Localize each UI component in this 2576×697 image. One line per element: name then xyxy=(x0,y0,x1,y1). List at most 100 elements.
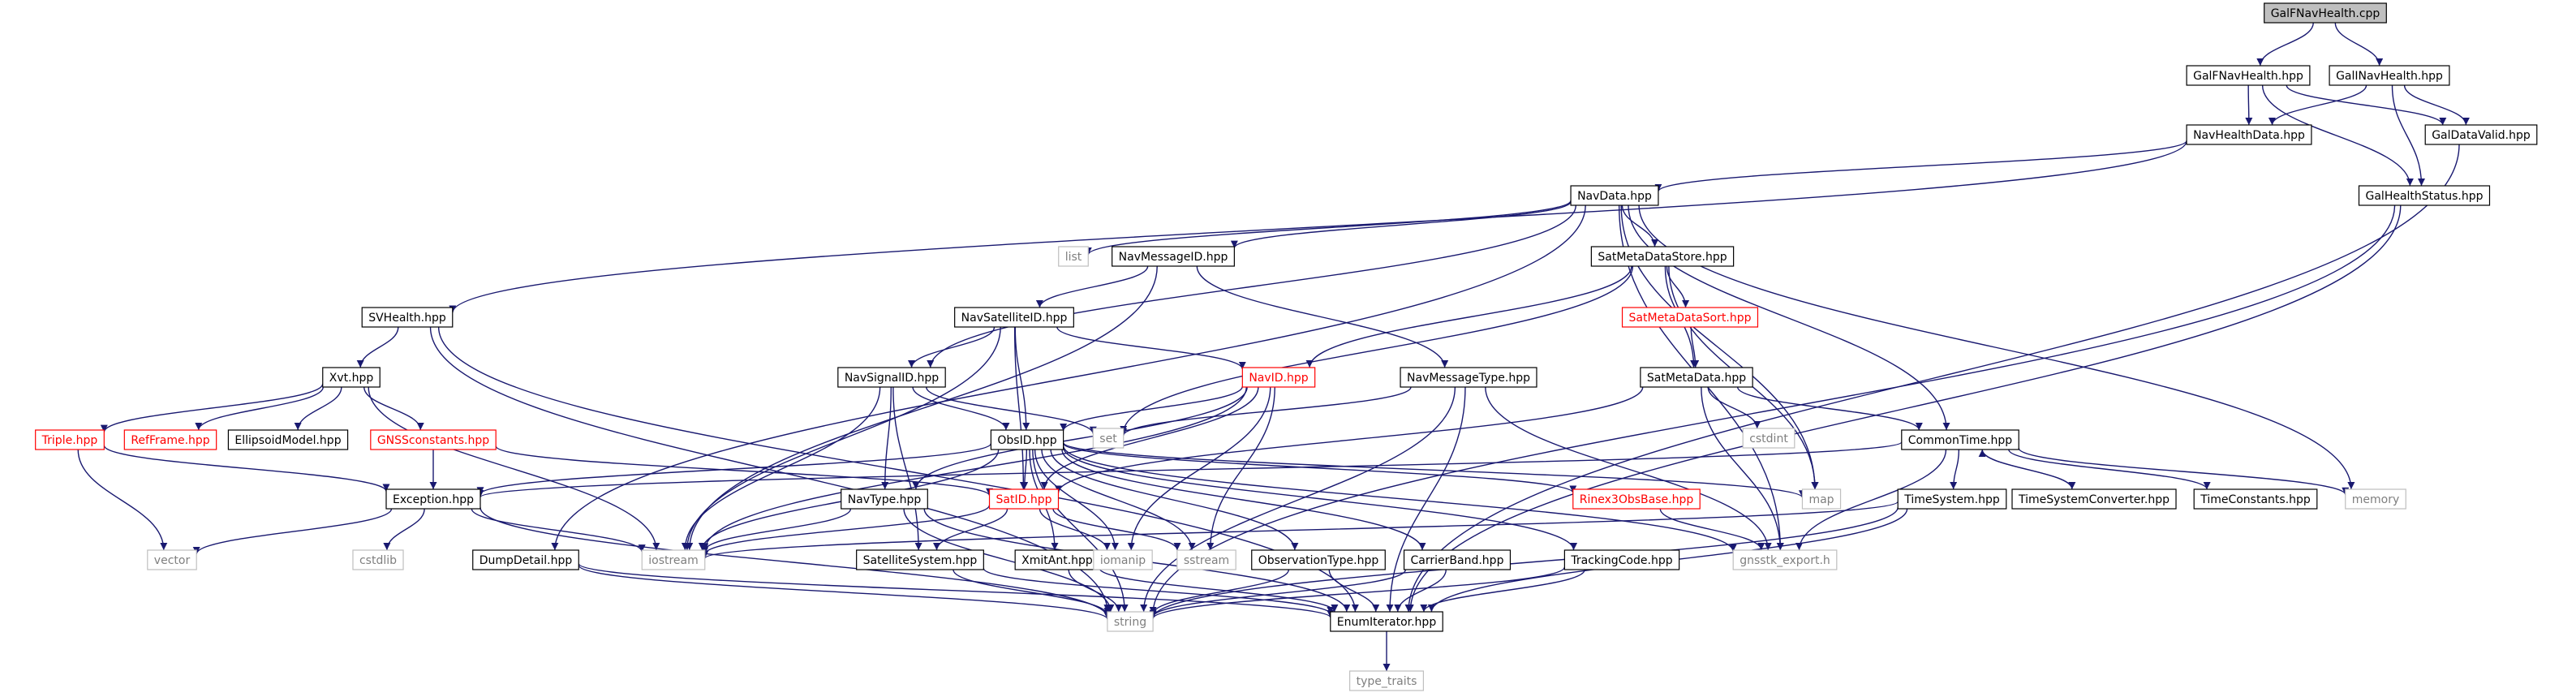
node-timesystemconverter_hpp[interactable]: TimeSystemConverter.hpp xyxy=(2011,488,2177,510)
edge-navdata_hpp-to-navsignalid_hpp xyxy=(927,204,1576,368)
edge-observationtype_hpp-to-string xyxy=(1149,569,1290,615)
node-satmetadatastore_hpp[interactable]: SatMetaDataStore.hpp xyxy=(1590,246,1735,267)
node-iomanip: iomanip xyxy=(1093,549,1153,570)
node-timeconstants_hpp[interactable]: TimeConstants.hpp xyxy=(2193,488,2318,510)
node-enumiterator_hpp[interactable]: EnumIterator.hpp xyxy=(1330,611,1443,632)
node-box xyxy=(227,429,349,450)
edge-navmessagetype_hpp-to-gnsstk_export_h xyxy=(1485,386,1772,551)
dependency-edges xyxy=(77,22,2470,671)
node-satid_hpp[interactable]: SatID.hpp xyxy=(988,488,1060,510)
node-galfnavhealth_cpp[interactable]: GalFNavHealth.cpp xyxy=(2264,2,2387,24)
edge-exception_hpp-to-cstdlib xyxy=(383,508,425,551)
node-obsid_hpp[interactable]: ObsID.hpp xyxy=(990,429,1064,450)
node-label: SatelliteSystem.hpp xyxy=(863,554,978,567)
node-box xyxy=(35,429,105,450)
node-box xyxy=(123,429,217,450)
edge-galhealthstatus_hpp-to-string xyxy=(1149,204,2396,614)
node-navmessageid_hpp[interactable]: NavMessageID.hpp xyxy=(1112,246,1235,267)
node-commontime_hpp[interactable]: CommonTime.hpp xyxy=(1901,429,2019,450)
node-xvt_hpp[interactable]: Xvt.hpp xyxy=(322,367,381,388)
node-box xyxy=(322,367,381,388)
node-box xyxy=(1563,549,1680,570)
edge-timesystem_hpp-to-string xyxy=(1149,506,1899,618)
edge-rinex3obsbase_hpp-to-gnsstk_export_h xyxy=(1659,508,1765,551)
node-box xyxy=(2264,2,2387,24)
edge-navid_hpp-to-iomanip xyxy=(1127,386,1271,551)
edge-navmessagetype_hpp-to-set xyxy=(1120,386,1412,437)
edge-triple_hpp-to-exception_hpp xyxy=(103,445,390,492)
node-svhealth_hpp[interactable]: SVHealth.hpp xyxy=(361,307,454,328)
node-gnssconstants_hpp[interactable]: GNSSconstants.hpp xyxy=(370,429,497,450)
node-box xyxy=(1349,670,1424,691)
node-memory: memory xyxy=(2345,488,2406,510)
node-box xyxy=(1241,367,1316,388)
node-navdata_hpp[interactable]: NavData.hpp xyxy=(1570,185,1659,206)
node-satellitesystem_hpp[interactable]: SatelliteSystem.hpp xyxy=(856,549,984,570)
node-label: GalHealthStatus.hpp xyxy=(2366,190,2484,203)
node-box xyxy=(1176,549,1236,570)
node-label: SatMetaDataStore.hpp xyxy=(1598,251,1727,264)
node-label: NavID.hpp xyxy=(1249,372,1308,385)
node-label: GalDataValid.hpp xyxy=(2432,129,2531,142)
node-label: GalFNavHealth.hpp xyxy=(2193,70,2303,83)
edge-navsatelliteid_hpp-to-navid_hpp xyxy=(1056,326,1246,370)
node-timesystem_hpp[interactable]: TimeSystem.hpp xyxy=(1897,488,2007,510)
node-box xyxy=(990,429,1064,450)
node-observationtype_hpp[interactable]: ObservationType.hpp xyxy=(1251,549,1386,570)
edge-galinavhealth_hpp-to-navhealthdata_hpp xyxy=(2268,84,2367,126)
edge-satid_hpp-to-satellitesystem_hpp xyxy=(933,508,1008,551)
edge-navsignalid_hpp-to-iostream xyxy=(681,386,881,551)
node-label: NavSatelliteID.hpp xyxy=(961,312,1068,325)
node-box xyxy=(1570,185,1659,206)
node-dumpdetail_hpp[interactable]: DumpDetail.hpp xyxy=(472,549,579,570)
node-galfnavhealth_hpp[interactable]: GalFNavHealth.hpp xyxy=(2186,65,2311,86)
node-xmitant_hpp[interactable]: XmitAnt.hpp xyxy=(1014,549,1100,570)
edge-navsatelliteid_hpp-to-navsignalid_hpp xyxy=(908,326,996,368)
edge-galfnavhealth_cpp-to-galfnavhealth_hpp xyxy=(2256,22,2314,67)
node-label: list xyxy=(1065,251,1082,264)
node-label: Xvt.hpp xyxy=(329,372,374,385)
node-label: map xyxy=(1808,493,1834,506)
edge-navhealthdata_hpp-to-navdata_hpp xyxy=(1654,140,2187,192)
node-box xyxy=(1901,429,2019,450)
node-exception_hpp[interactable]: Exception.hpp xyxy=(385,488,481,510)
node-triple_hpp[interactable]: Triple.hpp xyxy=(35,429,105,450)
node-navid_hpp[interactable]: NavID.hpp xyxy=(1241,367,1316,388)
node-refframe_hpp[interactable]: RefFrame.hpp xyxy=(123,429,217,450)
node-label: ObsID.hpp xyxy=(997,434,1056,447)
edge-xmitant_hpp-to-enumiterator_hpp xyxy=(1099,567,1339,613)
edge-xmitant_hpp-to-string xyxy=(1068,569,1123,613)
node-satmetadatasort_hpp[interactable]: SatMetaDataSort.hpp xyxy=(1621,307,1759,328)
node-box xyxy=(856,549,984,570)
node-galinavhealth_hpp[interactable]: GalINavHealth.hpp xyxy=(2329,65,2450,86)
node-satmetadata_hpp[interactable]: SatMetaData.hpp xyxy=(1640,367,1753,388)
node-navtype_hpp[interactable]: NavType.hpp xyxy=(841,488,928,510)
node-string: string xyxy=(1107,611,1154,632)
node-trackingcode_hpp[interactable]: TrackingCode.hpp xyxy=(1563,549,1680,570)
node-navhealthdata_hpp[interactable]: NavHealthData.hpp xyxy=(2186,124,2312,145)
edge-obsid_hpp-to-rinex3obsbase_hpp xyxy=(1062,442,1577,494)
node-ellipsoidmodel_hpp[interactable]: EllipsoidModel.hpp xyxy=(227,429,349,450)
edge-xvt_hpp-to-triple_hpp xyxy=(100,383,324,432)
node-box xyxy=(1897,488,2007,510)
node-box xyxy=(472,549,579,570)
edge-timesystemconverter_hpp-to-commontime_hpp xyxy=(1978,449,2073,490)
node-label: cstdint xyxy=(1749,432,1788,445)
node-box xyxy=(1801,488,1842,510)
edge-xvt_hpp-to-ellipsoidmodel_hpp xyxy=(294,386,342,431)
node-label: Rinex3ObsBase.hpp xyxy=(1580,493,1694,506)
edge-commontime_hpp-to-gnsstk_export_h xyxy=(1795,449,1947,551)
edge-xvt_hpp-to-refframe_hpp xyxy=(195,386,324,431)
node-rinex3obsbase_hpp[interactable]: Rinex3ObsBase.hpp xyxy=(1572,488,1701,510)
node-navmessagetype_hpp[interactable]: NavMessageType.hpp xyxy=(1400,367,1537,388)
node-galhealthstatus_hpp[interactable]: GalHealthStatus.hpp xyxy=(2358,185,2491,206)
node-box xyxy=(1621,307,1759,328)
node-navsatelliteid_hpp[interactable]: NavSatelliteID.hpp xyxy=(954,307,1074,328)
node-navsignalid_hpp[interactable]: NavSignalID.hpp xyxy=(837,367,946,388)
node-list: list xyxy=(1058,246,1089,267)
node-box xyxy=(1572,488,1701,510)
edge-satmetadata_hpp-to-commontime_hpp xyxy=(1736,386,1923,431)
node-carrierband_hpp[interactable]: CarrierBand.hpp xyxy=(1403,549,1512,570)
node-galdatavalid_hpp[interactable]: GalDataValid.hpp xyxy=(2424,124,2538,145)
edge-navdata_hpp-to-commontime_hpp xyxy=(1628,204,1950,431)
